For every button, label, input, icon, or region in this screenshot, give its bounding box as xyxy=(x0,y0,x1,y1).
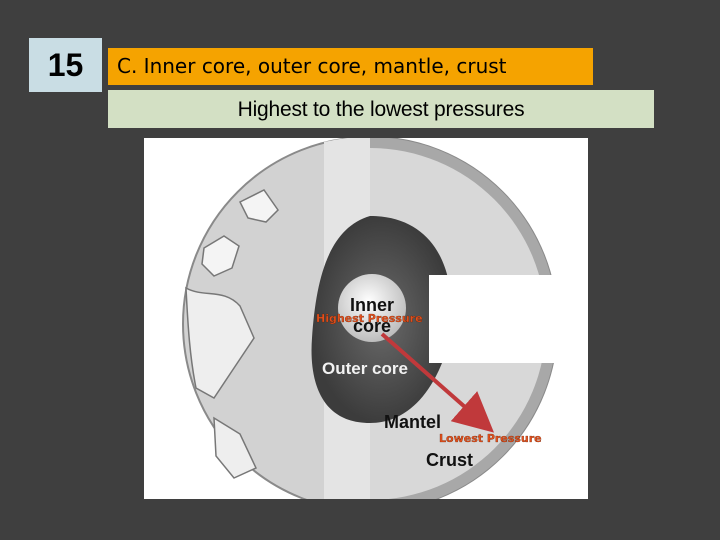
earth-layers-diagram: Inner core Outer core Mantel Crust Highe… xyxy=(144,138,588,499)
outer-core-label: Outer core xyxy=(322,359,408,378)
label-mask-box xyxy=(429,275,588,363)
pressure-arrow xyxy=(380,332,495,433)
mantle-label: Mantel xyxy=(384,412,441,432)
continent-shape xyxy=(213,416,258,479)
lowest-pressure-label: Lowest Pressure xyxy=(439,432,542,445)
continent-shape xyxy=(238,189,279,223)
crust-label: Crust xyxy=(426,450,473,470)
highest-pressure-label: Highest Pressure xyxy=(316,312,423,325)
question-number: 15 xyxy=(29,38,102,92)
inner-core-layer xyxy=(338,274,406,342)
subtitle-banner: Highest to the lowest pressures xyxy=(108,90,654,128)
inner-core-label-line1: Inner xyxy=(350,295,394,315)
inner-core-label-line2: core xyxy=(353,316,391,336)
earth-cutaway-svg: Inner core Outer core Mantel Crust Highe… xyxy=(182,138,588,499)
answer-banner: C. Inner core, outer core, mantle, crust xyxy=(108,48,593,85)
continent-shape xyxy=(201,235,240,277)
continent-shape xyxy=(185,286,255,399)
